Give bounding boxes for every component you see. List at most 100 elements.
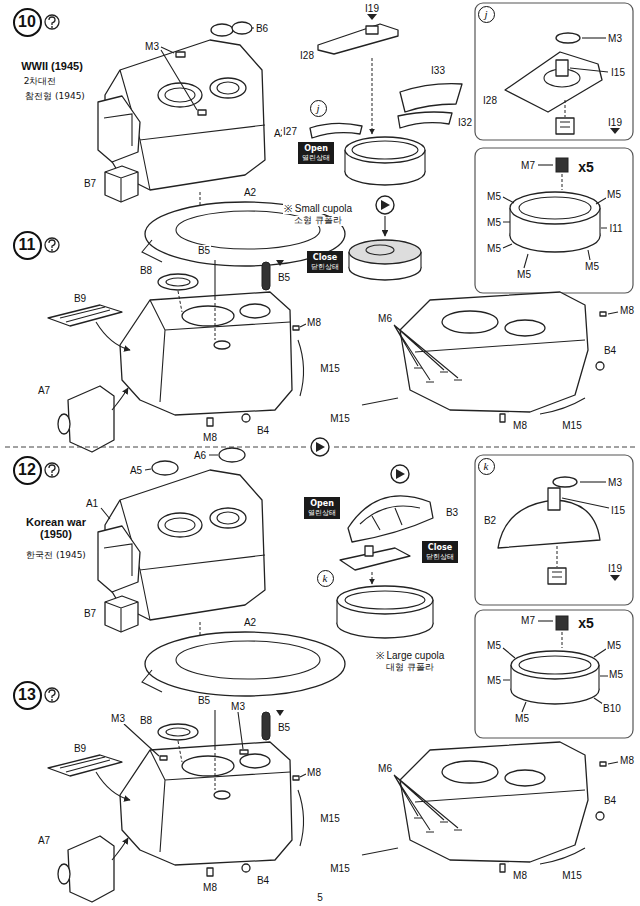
part-label: B7 bbox=[83, 608, 97, 619]
state-text: Open bbox=[302, 144, 330, 153]
part-label: B4 bbox=[603, 345, 617, 356]
part-label: I28 bbox=[299, 50, 315, 61]
part-label: M15 bbox=[329, 413, 350, 424]
part-label: I32 bbox=[457, 117, 473, 128]
part-label: M5 bbox=[606, 189, 622, 200]
part-label: B7 bbox=[83, 178, 97, 189]
step-number: 11 bbox=[13, 231, 42, 260]
part-label: M15 bbox=[329, 863, 350, 874]
part-label: M15 bbox=[561, 870, 582, 881]
part-label: B3 bbox=[445, 507, 459, 518]
part-label: M5 bbox=[486, 640, 502, 651]
part-label: B8 bbox=[139, 265, 153, 276]
node-text: j bbox=[316, 102, 319, 114]
part-label: M5 bbox=[486, 243, 502, 254]
part-label: B5 bbox=[277, 272, 291, 283]
detail-reference: k bbox=[317, 570, 334, 587]
part-label: B10 bbox=[602, 703, 622, 714]
part-label: M3 bbox=[607, 33, 623, 44]
quantity-mark: x5 bbox=[577, 616, 595, 631]
part-label: B4 bbox=[256, 425, 270, 436]
part-label: M8 bbox=[202, 882, 218, 893]
state-text: 닫힌상태 bbox=[426, 553, 454, 561]
node-text: 13 bbox=[18, 686, 36, 704]
part-label: B2 bbox=[483, 515, 497, 526]
part-label: I19 bbox=[607, 117, 623, 128]
part-label: M7 bbox=[520, 615, 536, 626]
part-label: A2 bbox=[243, 187, 257, 198]
detail-reference: j bbox=[310, 100, 327, 117]
part-label: B8 bbox=[139, 715, 153, 726]
part-label: M15 bbox=[561, 420, 582, 431]
part-label: A2 bbox=[243, 617, 257, 628]
version-note: 참전형 (1945) bbox=[24, 92, 86, 102]
part-label: I27 bbox=[282, 126, 298, 137]
state-text: Open bbox=[308, 499, 336, 508]
part-label: M8 bbox=[202, 432, 218, 443]
part-label: A5 bbox=[129, 465, 143, 476]
version-note: WWII (1945) bbox=[20, 60, 84, 72]
part-label: M7 bbox=[520, 160, 536, 171]
part-label: A1 bbox=[85, 498, 99, 509]
part-label: M8 bbox=[619, 755, 635, 766]
node-text: k bbox=[323, 572, 328, 584]
part-label: M3 bbox=[144, 41, 160, 52]
part-label: M5 bbox=[486, 191, 502, 202]
node-text: 11 bbox=[19, 236, 36, 254]
part-label: I15 bbox=[610, 67, 626, 78]
state-text: 열린상태 bbox=[302, 154, 330, 162]
quantity-mark: x5 bbox=[577, 160, 595, 175]
part-label: B9 bbox=[73, 743, 87, 754]
part-label: M5 bbox=[514, 713, 530, 724]
part-label: B4 bbox=[256, 875, 270, 886]
part-label: I15 bbox=[610, 505, 626, 516]
part-label: M8 bbox=[619, 305, 635, 316]
part-label: A7 bbox=[37, 835, 51, 846]
node-text: j bbox=[484, 8, 487, 20]
part-label: A7 bbox=[37, 385, 51, 396]
node-text: 10 bbox=[18, 13, 36, 31]
part-label: M6 bbox=[377, 763, 393, 774]
part-label: B9 bbox=[73, 293, 87, 304]
part-label: A6 bbox=[193, 450, 207, 461]
part-label: B6 bbox=[255, 23, 269, 34]
state-text: Close bbox=[311, 253, 339, 262]
state-tag: Open열린상태 bbox=[304, 497, 340, 518]
version-note: 2차대전 bbox=[23, 77, 58, 87]
state-text: 닫힌상태 bbox=[311, 263, 339, 271]
state-text: Close bbox=[426, 543, 454, 552]
part-label: M15 bbox=[319, 363, 340, 374]
part-label: M8 bbox=[306, 317, 322, 328]
part-label: M5 bbox=[606, 640, 622, 651]
state-tag: Close닫힌상태 bbox=[307, 251, 343, 272]
part-label: M5 bbox=[584, 261, 600, 272]
detail-reference: j bbox=[478, 6, 495, 23]
state-text: 열린상태 bbox=[308, 509, 336, 517]
part-label: M3 bbox=[110, 713, 126, 724]
state-tag: Open열린상태 bbox=[298, 142, 334, 163]
part-label: B5 bbox=[197, 245, 211, 256]
step-number: 12 bbox=[13, 456, 42, 485]
part-label: M5 bbox=[486, 675, 502, 686]
part-label: I33 bbox=[430, 65, 446, 76]
part-label: M3 bbox=[230, 701, 246, 712]
version-note: 한국전 (1945) bbox=[25, 551, 87, 561]
part-label: M8 bbox=[306, 767, 322, 778]
version-note: Korean war (1950) bbox=[19, 516, 93, 540]
state-tag: Close닫힌상태 bbox=[422, 541, 458, 562]
part-label: M15 bbox=[319, 813, 340, 824]
step-number: 13 bbox=[13, 681, 42, 710]
part-label: M6 bbox=[377, 313, 393, 324]
detail-reference: k bbox=[478, 458, 495, 475]
part-label: M5 bbox=[486, 217, 502, 228]
step-number: 10 bbox=[13, 8, 42, 37]
part-label: I28 bbox=[482, 95, 498, 106]
page-number: 5 bbox=[316, 892, 324, 903]
version-note: 소형 큐폴라 bbox=[293, 216, 343, 226]
version-note: 대형 큐폴라 bbox=[385, 663, 435, 673]
part-label: M3 bbox=[607, 477, 623, 488]
node-text: k bbox=[484, 460, 489, 472]
part-label: I19 bbox=[607, 563, 623, 574]
part-label: B5 bbox=[197, 695, 211, 706]
